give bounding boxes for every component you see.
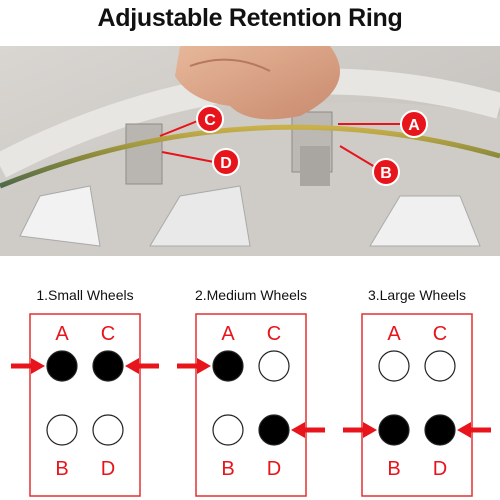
hole-c-empty	[258, 350, 290, 382]
arrow-icon	[177, 358, 211, 374]
panel-outline	[195, 313, 307, 497]
callout-b: B	[372, 158, 400, 186]
hole-label-c: C	[101, 323, 115, 345]
arrow-icon	[125, 358, 159, 374]
hole-d-empty	[92, 414, 124, 446]
hole-c-empty	[424, 350, 456, 382]
hole-d-filled	[424, 414, 456, 446]
callout-d: D	[212, 148, 240, 176]
hole-b-empty	[212, 414, 244, 446]
hole-label-c: C	[267, 323, 281, 345]
hole-label-b: B	[221, 458, 234, 480]
arrow-icon	[457, 422, 491, 438]
hole-a-filled	[46, 350, 78, 382]
svg-text:B: B	[380, 165, 392, 182]
hole-a-filled	[212, 350, 244, 382]
callout-a: A	[400, 110, 428, 138]
arrow-icon	[343, 422, 377, 438]
hole-label-d: D	[267, 458, 281, 480]
hole-a-empty	[378, 350, 410, 382]
hole-label-b: B	[387, 458, 400, 480]
hole-label-d: D	[433, 458, 447, 480]
arrow-icon	[291, 422, 325, 438]
hole-label-a: A	[221, 323, 235, 345]
hole-c-filled	[92, 350, 124, 382]
svg-text:A: A	[408, 117, 420, 134]
hole-label-d: D	[101, 458, 115, 480]
hole-label-c: C	[433, 323, 447, 345]
hole-d-filled	[258, 414, 290, 446]
panel-caption: 1.Small Wheels	[36, 287, 133, 303]
hole-b-filled	[378, 414, 410, 446]
panel-caption: 3.Large Wheels	[368, 287, 466, 303]
panel-caption: 2.Medium Wheels	[195, 287, 307, 303]
panel-outline	[29, 313, 141, 497]
retention-ring-photo: A B C D	[0, 46, 500, 256]
page-title: Adjustable Retention Ring	[97, 4, 403, 32]
svg-text:D: D	[220, 155, 232, 172]
hole-label-a: A	[55, 323, 69, 345]
hole-b-empty	[46, 414, 78, 446]
svg-text:C: C	[204, 112, 216, 129]
hole-label-b: B	[55, 458, 68, 480]
callout-c: C	[196, 105, 224, 133]
panel-outline	[361, 313, 473, 497]
hole-label-a: A	[387, 323, 401, 345]
arrow-icon	[11, 358, 45, 374]
